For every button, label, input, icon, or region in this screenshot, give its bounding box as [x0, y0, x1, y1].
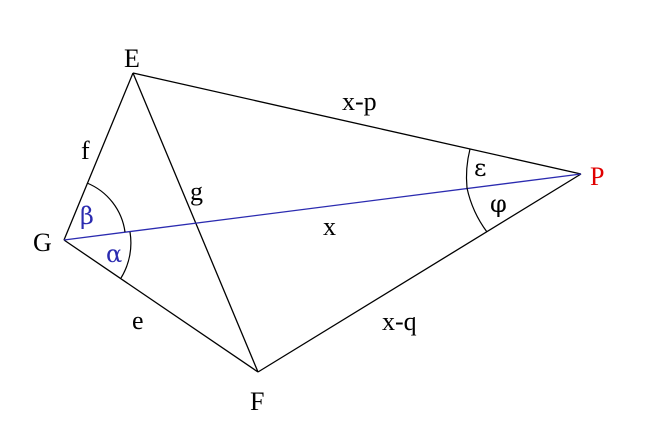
- angle-label-alpha: α: [106, 240, 122, 268]
- angle-label-beta: β: [80, 202, 94, 230]
- segment-label-gf: e: [132, 306, 144, 335]
- angle-arc-beta: [86, 182, 126, 233]
- segment-label-ge: f: [81, 136, 90, 165]
- segment-gf: [63, 239, 259, 373]
- angle-label-phi: φ: [490, 190, 507, 218]
- point-label-g: G: [33, 228, 52, 257]
- segment-ge: [63, 72, 134, 241]
- angle-arc-epsilon: [465, 148, 471, 189]
- point-label-f: F: [250, 387, 264, 416]
- segment-ef: [132, 72, 259, 373]
- angle-label-epsilon: ε: [474, 154, 486, 182]
- segment-fp: [257, 173, 582, 373]
- segment-ep: [132, 72, 582, 175]
- segment-label-fp: x-q: [382, 307, 417, 336]
- point-label-e: E: [124, 44, 140, 73]
- angle-arc-alpha: [120, 231, 132, 279]
- point-label-p: P: [590, 162, 604, 191]
- segment-label-ep: x-p: [342, 87, 377, 116]
- angle-arc-phi: [466, 187, 488, 233]
- segment-gp: [63, 173, 582, 241]
- segment-label-gp: x: [323, 212, 336, 241]
- segment-label-ef: g: [190, 177, 203, 206]
